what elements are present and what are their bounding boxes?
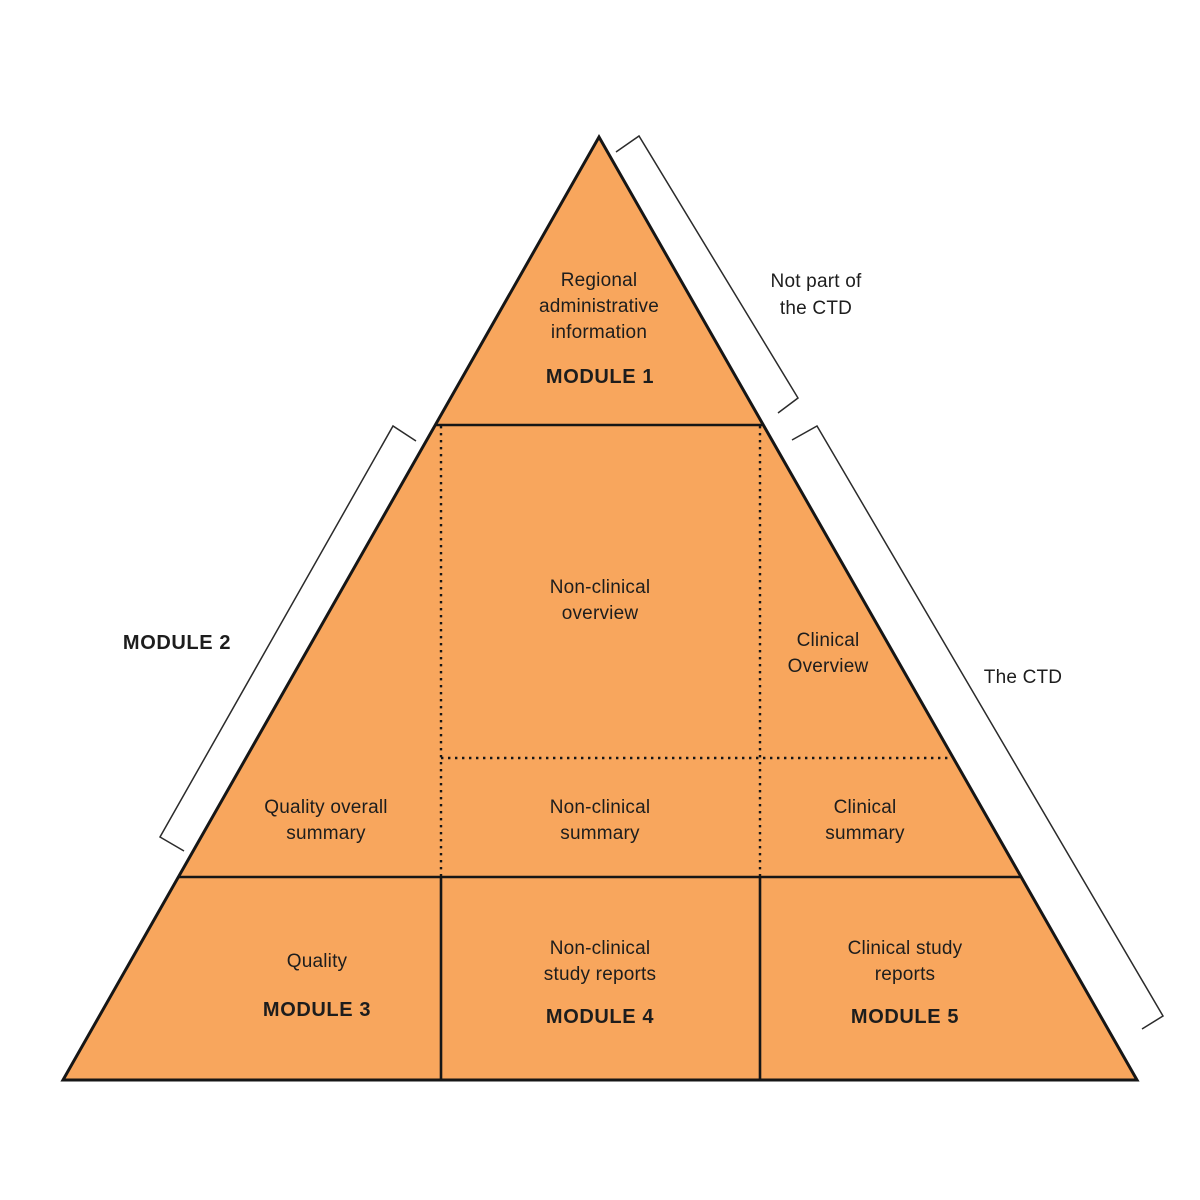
not-part-of-ctd-annotation: Not part of the CTD <box>770 271 862 319</box>
module3-label: MODULE 3 <box>262 999 372 1021</box>
the-ctd-annotation: The CTD <box>983 667 1063 688</box>
module1-label: MODULE 1 <box>545 366 655 388</box>
clinical-summary-cell: Clinical summary <box>825 797 905 844</box>
nonclinical-overview-cell: Non-clinical overview <box>549 577 651 624</box>
quality-overall-summary-cell: Quality overall summary <box>264 797 388 844</box>
the-ctd-bracket <box>791 424 1165 1030</box>
module5-label: MODULE 5 <box>850 1006 960 1028</box>
nonclinical-summary-cell: Non-clinical summary <box>549 797 651 844</box>
module5-name: Clinical study reports <box>847 938 963 985</box>
module3-name: Quality <box>286 951 348 972</box>
module2-bracket <box>158 424 417 852</box>
not-part-of-ctd-bracket <box>615 134 799 414</box>
module4-label: MODULE 4 <box>545 1006 655 1028</box>
module2-label: MODULE 2 <box>122 632 232 654</box>
module4-name: Non-clinical study reports <box>543 938 657 985</box>
pyramid-shape <box>60 133 1140 1082</box>
module1-name: Regional administrative information <box>538 270 660 343</box>
clinical-overview-cell: Clinical Overview <box>787 630 869 677</box>
